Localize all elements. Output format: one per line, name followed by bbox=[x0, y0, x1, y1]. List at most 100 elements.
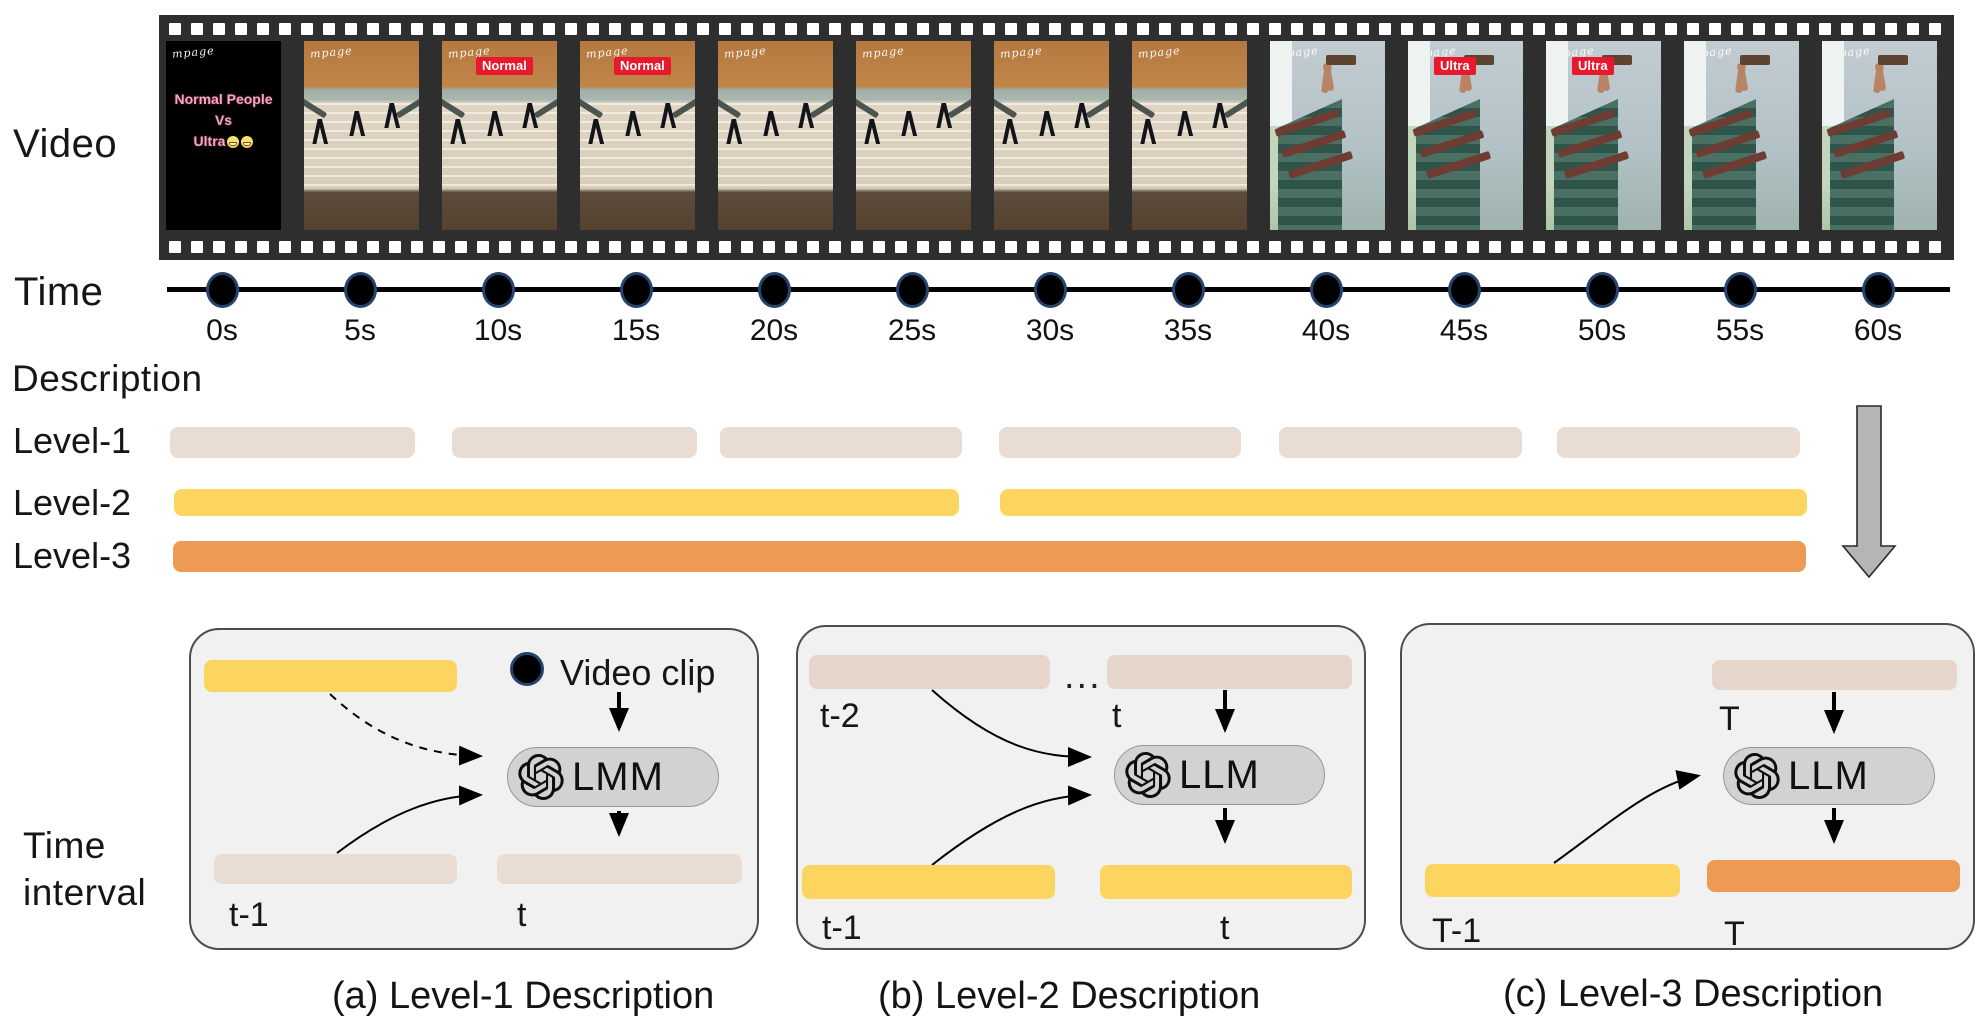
interval-label-t2: t-2 bbox=[820, 697, 860, 735]
sprocket-hole bbox=[631, 241, 643, 253]
sprocket-hole bbox=[851, 23, 863, 35]
sprocket-hole bbox=[1467, 23, 1479, 35]
sprocket-hole bbox=[1863, 241, 1875, 253]
time-tick-dot bbox=[1310, 272, 1343, 308]
film-frame: mpage bbox=[304, 41, 419, 230]
sprocket-hole bbox=[675, 241, 687, 253]
sprocket-hole bbox=[323, 23, 335, 35]
sprocket-hole bbox=[455, 241, 467, 253]
sprocket-hole bbox=[455, 23, 467, 35]
film-frame: mpage bbox=[1822, 41, 1937, 230]
sprocket-hole bbox=[1115, 23, 1127, 35]
person-silhouette bbox=[1039, 111, 1055, 169]
level-bar bbox=[1557, 427, 1800, 458]
sprocket-hole bbox=[895, 241, 907, 253]
sprocket-hole bbox=[1489, 241, 1501, 253]
sprocket-hole bbox=[653, 23, 665, 35]
time-tick-dot bbox=[1724, 272, 1757, 308]
sprocket-hole bbox=[477, 23, 489, 35]
film-frame: mpage bbox=[856, 41, 971, 230]
time-tick-label: 55s bbox=[1715, 314, 1765, 347]
sprocket-hole bbox=[1555, 23, 1567, 35]
caption-a: (a) Level-1 Description bbox=[332, 975, 715, 1017]
time-tick-label: 0s bbox=[206, 314, 238, 347]
level-label: Level-1 bbox=[13, 420, 132, 461]
sprocket-hole bbox=[741, 241, 753, 253]
openai-logo-icon bbox=[1734, 753, 1780, 799]
interval-label-prev: t-1 bbox=[229, 896, 269, 934]
clip-badge: Normal bbox=[476, 57, 533, 75]
title-line: Vs bbox=[214, 112, 233, 128]
soldier-silhouette bbox=[1466, 57, 1506, 209]
sprocket-hole bbox=[1335, 241, 1347, 253]
sprocket-hole bbox=[257, 241, 269, 253]
sprocket-hole bbox=[1225, 241, 1237, 253]
sprocket-hole bbox=[785, 23, 797, 35]
sprocket-hole bbox=[1137, 23, 1149, 35]
person-silhouette bbox=[1002, 119, 1018, 177]
person-silhouette bbox=[349, 111, 365, 169]
sprocket-hole bbox=[1269, 23, 1281, 35]
sprocket-hole bbox=[1643, 241, 1655, 253]
person-silhouette bbox=[660, 103, 676, 161]
sprocket-hole bbox=[389, 241, 401, 253]
interval-label-curr: t bbox=[1220, 909, 1230, 947]
soldier-silhouette bbox=[1328, 57, 1368, 209]
person-silhouette bbox=[1140, 119, 1156, 177]
sprocket-hole bbox=[1511, 23, 1523, 35]
person-silhouette bbox=[1074, 103, 1090, 161]
clip-badge: Ultra bbox=[1434, 57, 1476, 75]
sprocket-hole bbox=[1379, 23, 1391, 35]
soldier-silhouette bbox=[1604, 57, 1644, 209]
sprocket-hole bbox=[1907, 23, 1919, 35]
sprocket-hole bbox=[1203, 23, 1215, 35]
openai-logo-icon bbox=[518, 754, 564, 800]
film-frame: mpage bbox=[1684, 41, 1799, 230]
video-label: Video bbox=[13, 122, 118, 166]
time-tick-label: 20s bbox=[749, 314, 799, 347]
sprocket-hole bbox=[411, 23, 423, 35]
sprocket-hole bbox=[1159, 23, 1171, 35]
sprocket-hole bbox=[1005, 241, 1017, 253]
film-frame: mpage bbox=[1270, 41, 1385, 230]
sprocket-hole bbox=[521, 23, 533, 35]
sprocket-hole bbox=[1313, 23, 1325, 35]
sprocket-hole bbox=[1357, 23, 1369, 35]
sprocket-hole bbox=[675, 23, 687, 35]
sprocket-hole bbox=[1885, 241, 1897, 253]
person-silhouette bbox=[798, 103, 814, 161]
sprocket-hole bbox=[1291, 23, 1303, 35]
sprocket-hole bbox=[1423, 241, 1435, 253]
sprocket-hole bbox=[367, 241, 379, 253]
panel-level2: ... t-2 t LLM t-1 t bbox=[796, 625, 1366, 950]
sprocket-hole bbox=[1401, 23, 1413, 35]
interval-label-curr: t bbox=[517, 896, 527, 934]
sprocket-hole bbox=[301, 23, 313, 35]
time-tick-label: 60s bbox=[1853, 314, 1903, 347]
sprocket-hole bbox=[785, 241, 797, 253]
time-tick-label: 5s bbox=[344, 314, 376, 347]
level1-desc-bar-curr bbox=[497, 854, 742, 884]
sprocket-hole bbox=[1027, 241, 1039, 253]
sprocket-hole bbox=[983, 23, 995, 35]
sprocket-hole bbox=[1599, 241, 1611, 253]
sprocket-hole bbox=[279, 23, 291, 35]
sprocket-hole bbox=[1445, 241, 1457, 253]
sprocket-hole bbox=[1159, 241, 1171, 253]
sprocket-hole bbox=[1467, 241, 1479, 253]
sprocket-hole bbox=[1753, 241, 1765, 253]
interval-label-prev: T-1 bbox=[1432, 912, 1482, 950]
level1-desc-bar-T bbox=[1712, 660, 1957, 690]
sprocket-hole bbox=[1687, 23, 1699, 35]
sprocket-hole bbox=[1445, 23, 1457, 35]
sprocket-hole bbox=[477, 241, 489, 253]
film-frame: mpage bbox=[994, 41, 1109, 230]
model-name: LMM bbox=[572, 754, 664, 799]
sprocket-hole bbox=[829, 241, 841, 253]
time-tick-dot bbox=[758, 272, 791, 308]
sprocket-hole bbox=[257, 23, 269, 35]
sprocket-hole bbox=[1181, 23, 1193, 35]
